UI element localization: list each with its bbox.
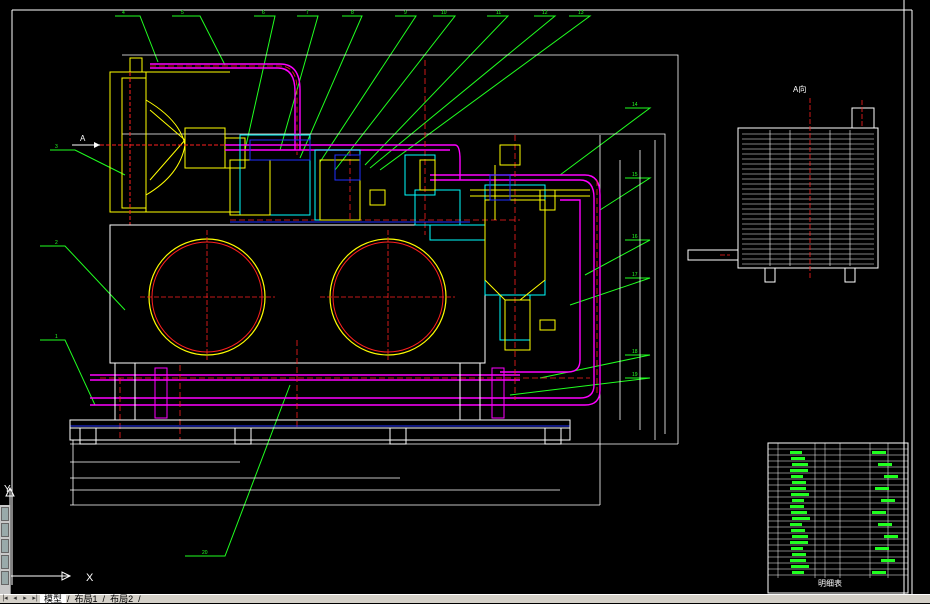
balloon-14: 14 <box>632 102 638 108</box>
table-title: 明细表 <box>818 578 842 588</box>
table-cell-mark <box>790 541 808 544</box>
section-label: A <box>80 134 86 143</box>
left-toolbar <box>0 505 11 595</box>
balloon-1: 1 <box>55 334 58 340</box>
balloon-12: 12 <box>542 10 548 16</box>
table-cell-mark <box>792 535 808 538</box>
toolbar-button-3[interactable] <box>1 539 9 553</box>
tab-last-icon[interactable]: ▸| <box>32 595 38 602</box>
table-cell-mark <box>790 523 802 526</box>
balloon-10: 10 <box>441 10 447 16</box>
balloon-9: 9 <box>404 10 407 16</box>
tab-layout2[interactable]: 布局2 <box>110 594 134 604</box>
dimension-lines <box>70 54 679 506</box>
table-cell-mark <box>790 469 808 472</box>
balloon-11: 11 <box>496 10 501 16</box>
balloon-3: 3 <box>55 144 58 150</box>
section-marker: A <box>72 134 100 148</box>
table-cell-mark <box>791 547 803 550</box>
balloon-16: 16 <box>632 234 638 240</box>
table-cell-mark <box>791 529 805 532</box>
table-cell-mark <box>791 493 809 496</box>
balloon-20: 20 <box>202 550 208 556</box>
ucs-icon: Y X <box>4 484 94 584</box>
table-cell-mark <box>791 457 805 460</box>
table-cell-mark <box>875 547 889 550</box>
balloon-7: 7 <box>306 10 309 16</box>
balloon-15: 15 <box>632 172 638 178</box>
leader-lines <box>40 15 652 557</box>
toolbar-button-2[interactable] <box>1 523 9 537</box>
table-cell-mark <box>791 475 803 478</box>
ucs-x-label: X <box>86 572 94 584</box>
table-cell-mark <box>884 475 898 478</box>
balloon-19: 19 <box>632 372 638 378</box>
table-cell-mark <box>872 571 886 574</box>
balloon-18: 18 <box>632 349 638 355</box>
table-cell-mark <box>790 487 806 490</box>
table-cell-mark <box>872 451 886 454</box>
components-blue <box>70 139 570 427</box>
table-cell-mark <box>792 499 804 502</box>
balloon-4: 4 <box>122 10 125 16</box>
balloon-17: 17 <box>632 272 638 278</box>
balloon-5: 5 <box>181 10 184 16</box>
ucs-y-label: Y <box>4 484 11 495</box>
tab-model[interactable]: 模型 <box>40 595 67 604</box>
tab-next-icon[interactable]: ▸ <box>23 595 27 602</box>
toolbar-button-4[interactable] <box>1 555 9 569</box>
pipe-centerlines <box>100 60 598 440</box>
toolbar-button-1[interactable] <box>1 507 9 521</box>
pipes-magenta <box>90 63 601 406</box>
tab-prev-icon[interactable]: ◂ <box>13 595 17 602</box>
table-cell-mark <box>790 505 804 508</box>
table-cell-mark <box>792 481 806 484</box>
table-cell-mark <box>792 463 808 466</box>
balloon-13: 13 <box>578 10 584 16</box>
table-cell-mark <box>881 499 895 502</box>
layout-tab-bar: |◂ ◂ ▸ ▸| 模型 / 布局1 / 布局2 / <box>0 594 930 604</box>
toolbar-button-5[interactable] <box>1 571 9 585</box>
table-cell-mark <box>790 451 802 454</box>
table-cell-mark <box>878 523 892 526</box>
base-frame <box>69 225 571 445</box>
balloon-6: 6 <box>262 10 265 16</box>
table-cell-mark <box>872 511 886 514</box>
tab-layout1[interactable]: 布局1 <box>74 594 98 604</box>
table-cell-mark <box>881 559 895 562</box>
table-cell-mark <box>792 571 804 574</box>
table-cell-mark <box>790 559 806 562</box>
side-view-a: A向 <box>687 84 879 283</box>
balloon-8: 8 <box>351 10 354 16</box>
tab-first-icon[interactable]: |◂ <box>2 595 8 602</box>
parts-table: 明细表 <box>767 442 909 594</box>
table-cell-mark <box>791 511 807 514</box>
table-cell-mark <box>884 535 898 538</box>
table-cell-mark <box>875 487 889 490</box>
table-cell-mark <box>791 565 809 568</box>
table-cell-mark <box>792 553 806 556</box>
view-label: A向 <box>793 84 806 94</box>
balloon-2: 2 <box>55 240 58 246</box>
table-cell-mark <box>792 517 810 520</box>
table-cell-mark <box>878 463 892 466</box>
